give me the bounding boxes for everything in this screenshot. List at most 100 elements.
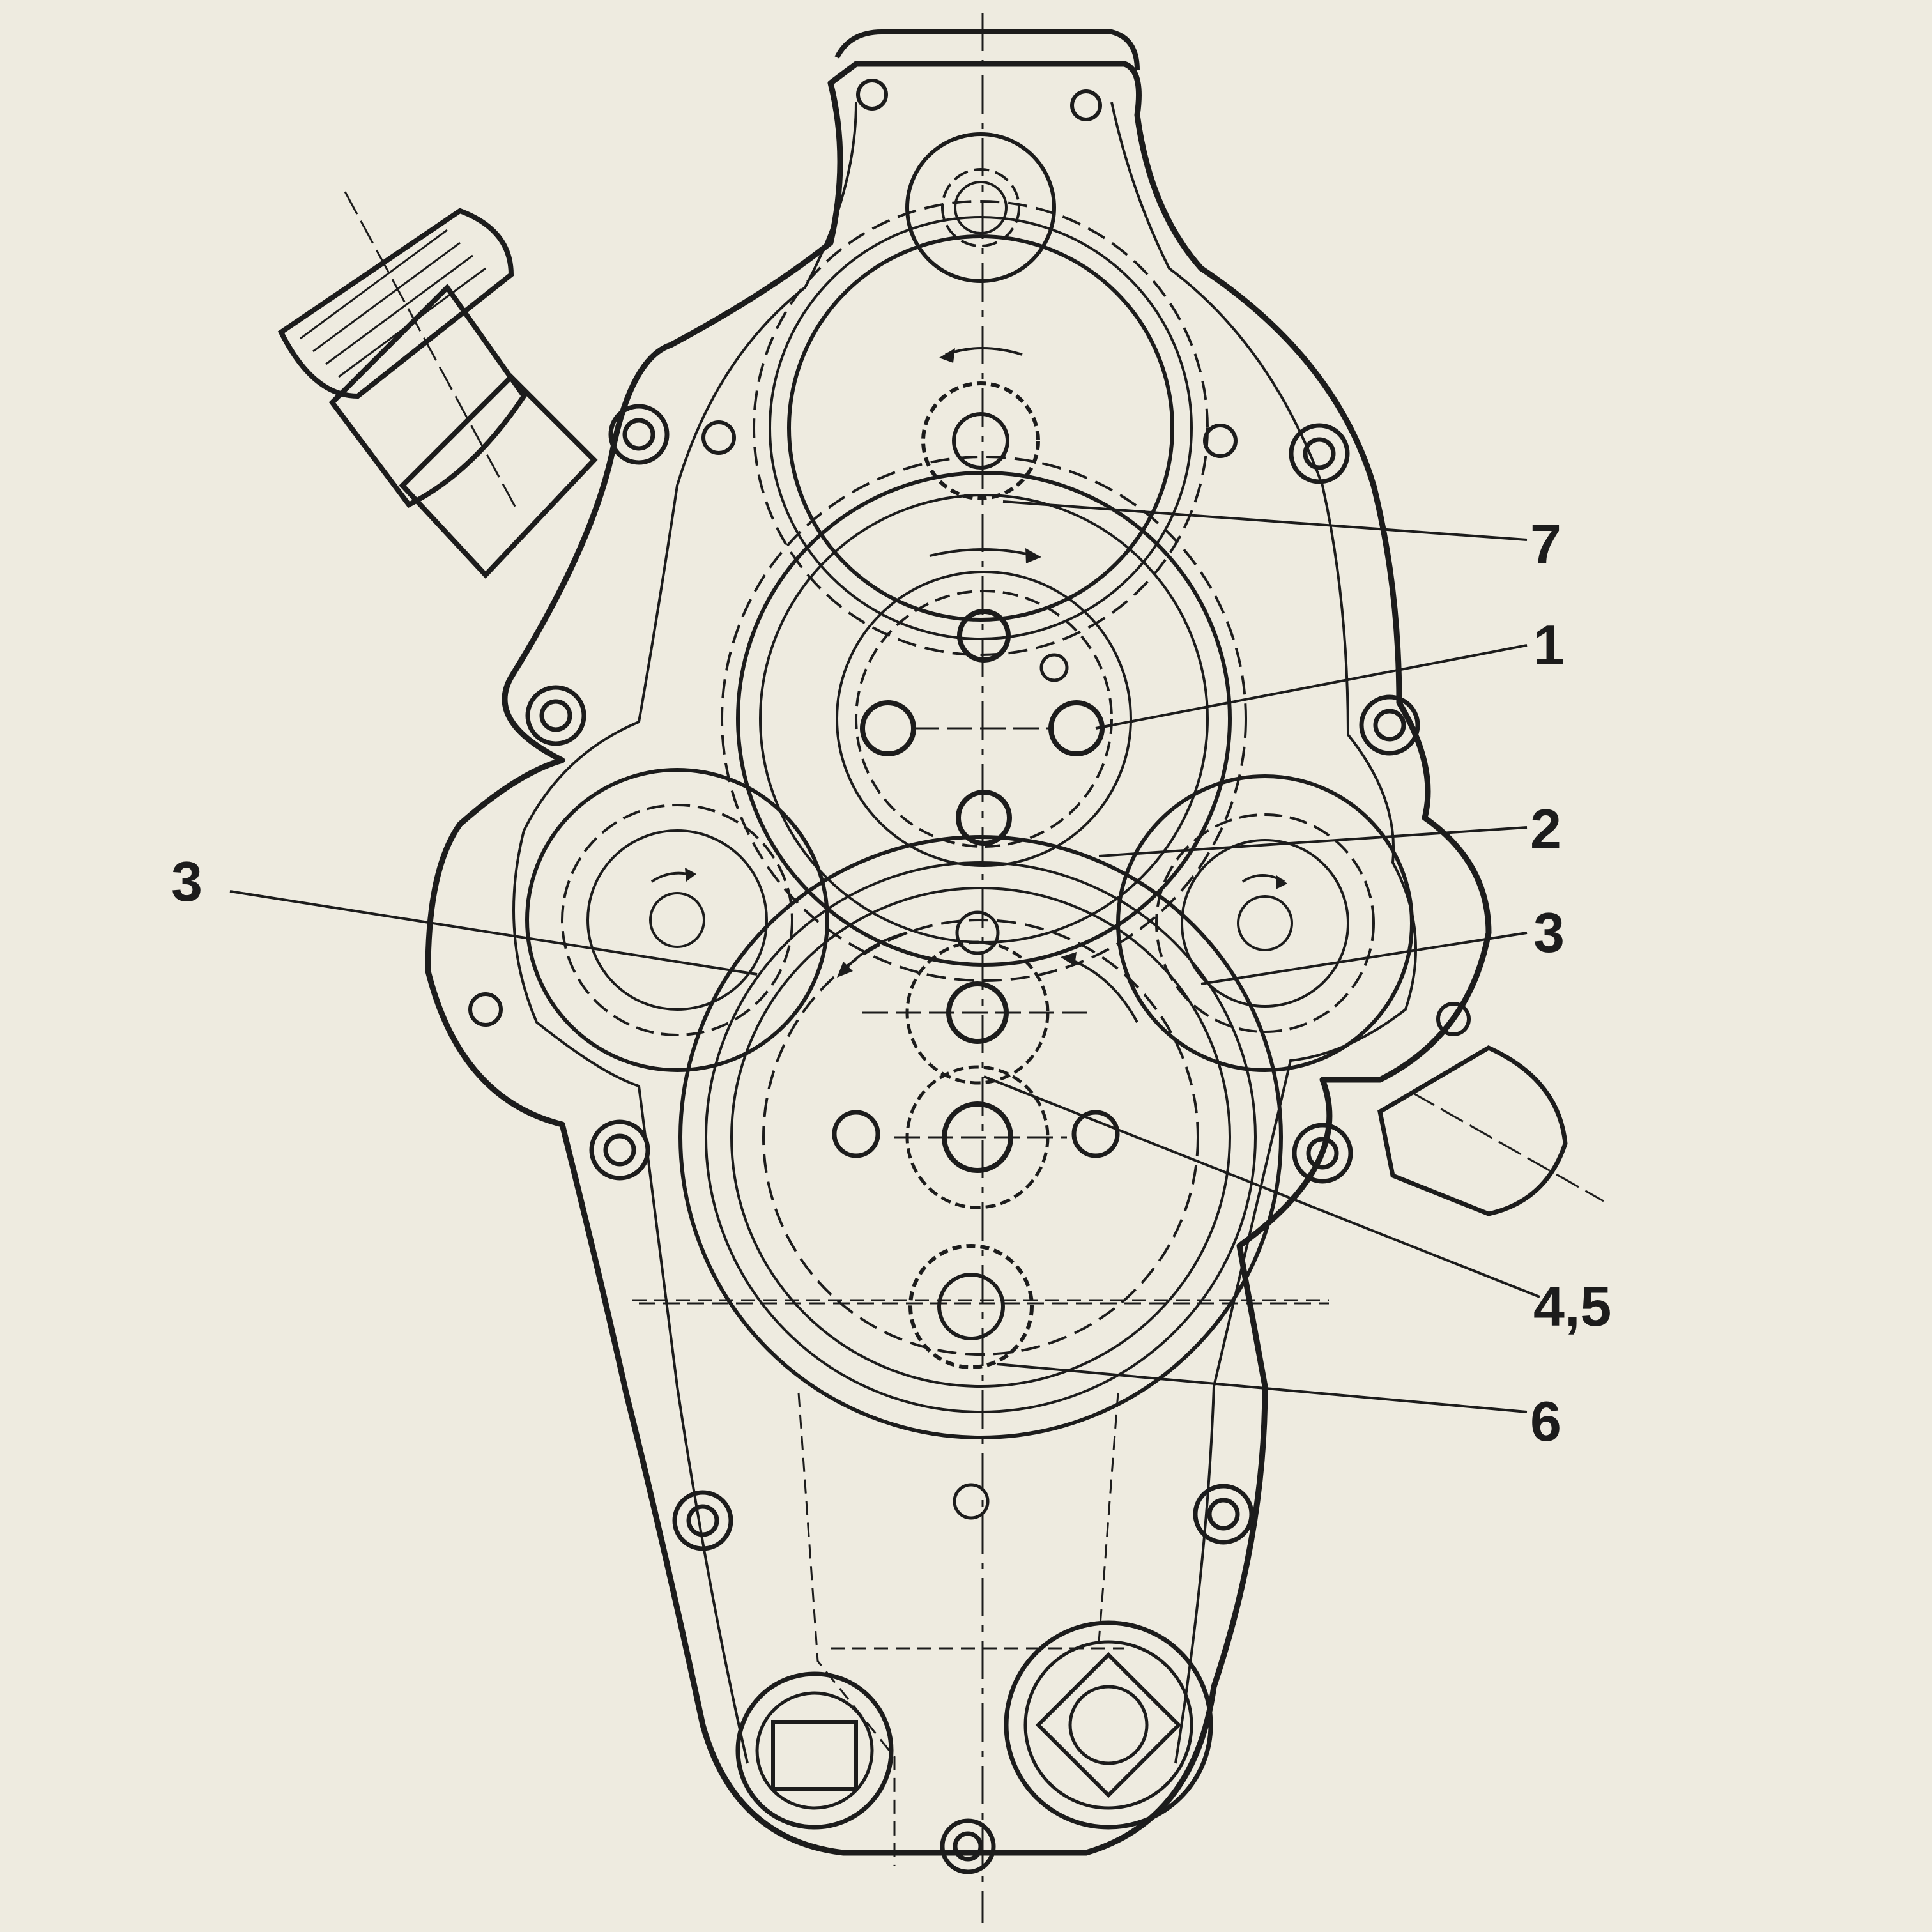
nut: [686, 1504, 719, 1537]
pinion-6-hub: [937, 1273, 1005, 1340]
nut: [525, 685, 586, 746]
callout-4-5: 4,5: [1533, 1275, 1611, 1338]
hex-bolt-left: [832, 1110, 880, 1158]
nut: [1306, 1137, 1339, 1170]
right-side-arrow-head: [1276, 875, 1287, 889]
nut: [622, 418, 656, 451]
pinion-6-bottom-hole: [953, 1483, 990, 1520]
nut: [672, 1490, 733, 1551]
bolt-bottom: [956, 790, 1012, 846]
nut: [1303, 437, 1336, 470]
nut: [1193, 1483, 1254, 1545]
leader-4-5: [983, 1075, 1540, 1298]
lower-arrow-head-left: [837, 962, 853, 977]
small-hole: [468, 992, 503, 1027]
lower-rotation-arrow-left: [842, 931, 908, 972]
bottom-right-plug-inner: [1023, 1640, 1193, 1810]
left-side-arrow-head: [685, 868, 696, 882]
lower-gear-hidden-ring: [762, 919, 1199, 1356]
upper-gear-hidden-ring: [753, 200, 1209, 656]
side-fitting-body: [1377, 1045, 1568, 1216]
top-lug-hole-left: [856, 79, 888, 111]
bottom-left-plug-outer: [735, 1671, 894, 1830]
left-side-gear-outer: [525, 768, 829, 1072]
lower-arrow-head-right: [1061, 952, 1077, 966]
leader-1: [1095, 644, 1528, 730]
nut: [539, 699, 572, 732]
side-fitting: [1377, 1045, 1604, 1216]
nut: [589, 1119, 650, 1181]
filler-knurled-cap: [277, 208, 514, 399]
right-side-gear-hub: [1237, 895, 1293, 951]
top-boss: [905, 132, 1056, 283]
hidden-path: [797, 1392, 896, 1866]
mounting-nuts: [525, 404, 1420, 1874]
callout-3-left: 3: [171, 850, 203, 913]
filler-axis: [344, 191, 519, 512]
callout-2: 2: [1530, 797, 1561, 861]
pinion-7: [921, 381, 1040, 500]
nut: [1373, 709, 1406, 742]
bottom-left-plug-inner: [755, 1691, 874, 1810]
housing-outline: [425, 61, 1492, 1856]
nut: [1207, 1498, 1240, 1531]
pinion-7-hub: [952, 412, 1009, 470]
leader-3-left: [229, 890, 758, 976]
middle-gear-inner-dashed: [855, 590, 1113, 848]
middle-gear-ring-1: [759, 494, 1209, 944]
nut: [603, 1133, 636, 1167]
filler-neck: [399, 373, 598, 579]
housing-inner-outline: [512, 102, 857, 1764]
top-lug: [834, 29, 1140, 71]
middle-arrow-head: [1025, 548, 1041, 564]
nut: [1359, 694, 1420, 756]
right-side-gear-ring: [1155, 813, 1375, 1033]
filler-cap: [277, 191, 598, 579]
nut: [940, 1818, 996, 1874]
upper-arrow-head: [939, 348, 955, 363]
middle-gear-outer: [736, 471, 1232, 967]
bottom-left-hex-plug: [771, 1720, 858, 1791]
bottom-right-plug-outer: [1004, 1620, 1213, 1830]
top-boss-inner: [941, 168, 1020, 247]
upper-gear-outer: [787, 234, 1174, 622]
callout-7: 7: [1530, 512, 1561, 576]
bottom-right-plug-core: [1068, 1685, 1149, 1765]
housing-inner-outline-right: [1110, 102, 1417, 1764]
left-side-gear-ring: [561, 804, 793, 1036]
callout-3-right: 3: [1533, 901, 1565, 964]
idler-top-boss: [955, 910, 1000, 955]
middle-rotation-arrow: [929, 548, 1036, 557]
small-hole: [1039, 653, 1069, 682]
nut: [608, 404, 670, 465]
lower-gear-ring-2: [730, 887, 1231, 1388]
pinion-6: [908, 1244, 1034, 1369]
nut: [953, 1831, 983, 1862]
left-side-gear-inner: [586, 829, 768, 1011]
upper-gear-ring: [769, 216, 1193, 640]
lower-gear-ring-1: [705, 861, 1257, 1413]
lower-gear-outer: [678, 835, 1283, 1439]
filler-body: [328, 283, 527, 509]
nut: [1289, 423, 1350, 484]
right-side-gear-inner: [1181, 839, 1349, 1008]
callout-1: 1: [1533, 613, 1565, 677]
hex-bolt-right: [1071, 1110, 1120, 1158]
leader-3-right: [1200, 931, 1528, 985]
middle-gear-inner: [836, 571, 1132, 867]
filler-knurl: [300, 229, 486, 378]
top-lug-hole-right: [1070, 89, 1102, 121]
leader-lines: [229, 500, 1540, 1413]
left-side-gear-hub: [649, 892, 705, 948]
small-hole: [1436, 1002, 1471, 1036]
nut: [1292, 1123, 1353, 1184]
lower-rotation-arrow-right: [1066, 957, 1138, 1023]
top-boss-core: [954, 181, 1008, 234]
side-fitting-axis: [1411, 1091, 1604, 1202]
middle-gear-ring-2: [721, 456, 1247, 982]
small-hole: [1203, 424, 1238, 458]
bottom-right-square-plug: [1035, 1652, 1182, 1798]
